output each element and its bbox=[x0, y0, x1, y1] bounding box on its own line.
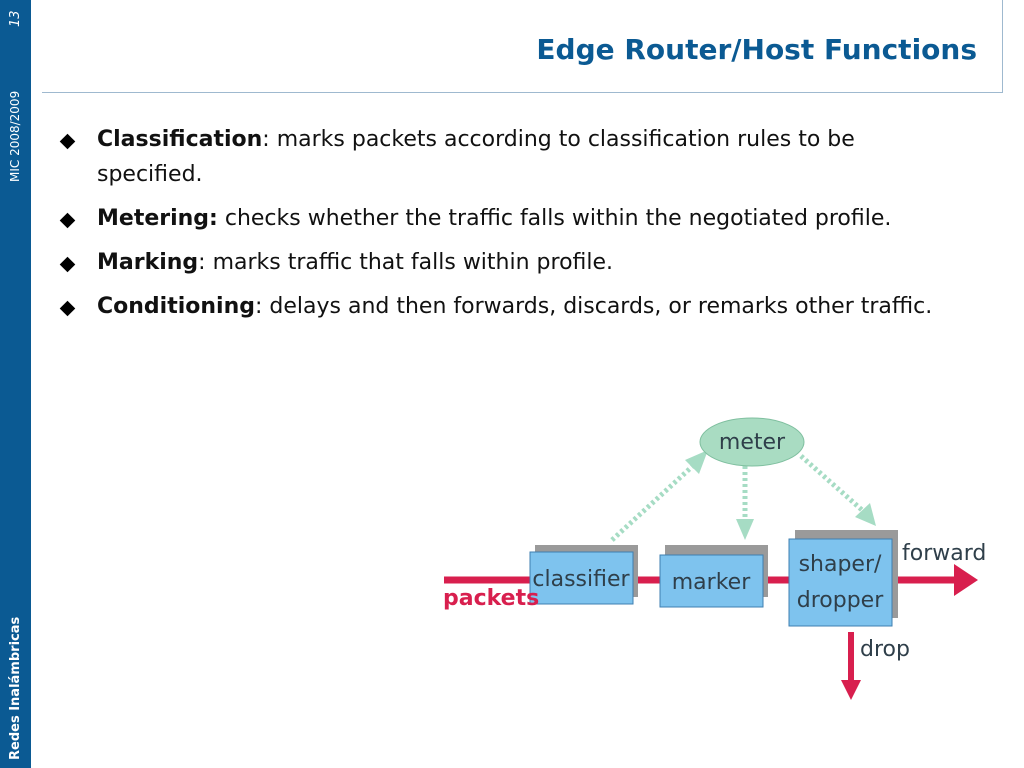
bullet-term: Marking bbox=[97, 250, 199, 275]
bullet-text: : marks packets according to classificat… bbox=[97, 127, 855, 187]
bullet-metering: Metering: checks whether the traffic fal… bbox=[59, 201, 960, 236]
forward-label: forward bbox=[902, 541, 986, 566]
bullet-text: checks whether the traffic falls within … bbox=[217, 206, 892, 231]
sidebar: 13 MIC 2008/2009 Redes Inalámbricas bbox=[0, 0, 31, 768]
bullet-term: Conditioning bbox=[97, 294, 255, 319]
meter-to-shaper-arrow bbox=[799, 454, 864, 512]
drop-arrowhead bbox=[841, 680, 861, 700]
bullet-term: Metering: bbox=[97, 206, 218, 231]
classifier-label: classifier bbox=[532, 567, 630, 592]
dropper-label: dropper bbox=[797, 588, 884, 613]
drop-label: drop bbox=[860, 637, 910, 662]
shaper-dropper-box bbox=[788, 538, 893, 627]
meter-node bbox=[699, 417, 805, 467]
bullet-text: : delays and then forwards, discards, or… bbox=[255, 294, 933, 319]
bullet-text: : marks traffic that falls within profil… bbox=[198, 250, 614, 275]
marker-box bbox=[659, 554, 764, 608]
bullet-classification: Classification: marks packets according … bbox=[59, 122, 960, 192]
title-area: Edge Router/Host Functions bbox=[42, 0, 1003, 93]
forward-arrowhead bbox=[954, 564, 978, 596]
meter-label: meter bbox=[719, 430, 786, 455]
bullet-conditioning: Conditioning: delays and then forwards, … bbox=[59, 289, 960, 324]
slide-title: Edge Router/Host Functions bbox=[536, 33, 977, 66]
meter-to-marker-arrowhead bbox=[736, 519, 754, 540]
bullet-marking: Marking: marks traffic that falls within… bbox=[59, 245, 960, 280]
marker-label: marker bbox=[672, 570, 751, 595]
shaper-label: shaper/ bbox=[799, 552, 882, 577]
packets-label: packets bbox=[443, 586, 539, 611]
bullet-term: Classification bbox=[97, 127, 263, 152]
bullet-list: Classification: marks packets according … bbox=[59, 122, 960, 333]
meter-to-shaper-arrowhead bbox=[855, 503, 876, 526]
classifier-to-meter-arrow bbox=[610, 461, 698, 542]
classifier-to-meter-arrowhead bbox=[685, 450, 708, 474]
classifier-box bbox=[529, 551, 634, 605]
